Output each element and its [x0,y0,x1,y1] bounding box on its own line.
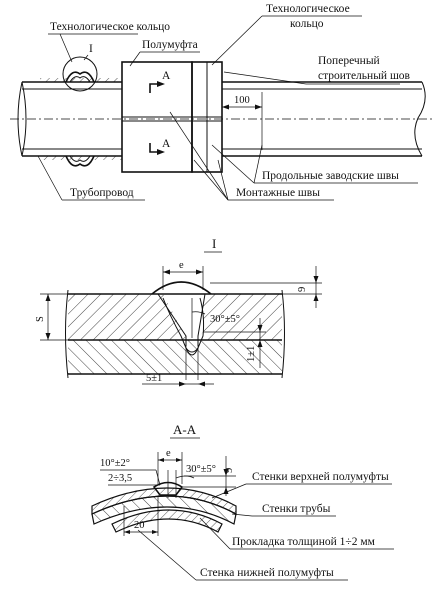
label-tech-ring-left: Технологическое кольцо [50,21,170,33]
detail-s-label: S [35,316,46,322]
section-angle-left: 10°±2° [100,458,130,469]
section-20-label: 20 [134,520,145,531]
detail-dim-9: 9 [210,266,322,308]
dim-100-value: 100 [234,95,250,106]
detail-dim-e: e [162,260,204,290]
section-angle-right: 30°±5° [186,464,216,475]
detail-angle: 30°±5° [191,298,240,338]
section-mark-top: А [162,70,171,82]
section-view: А-А 10°±2° 2÷3,5 e [91,422,394,581]
section-mark-bottom: А [162,138,171,150]
detail-angle-label: 30°±5° [210,314,240,325]
label-mounting-seams: Монтажные швы [236,187,320,199]
section-dims: 10°±2° 2÷3,5 e 30°±5° 9 20 [100,448,236,536]
detail-e-label: e [179,260,184,271]
detail-9-label: 9 [297,287,308,292]
label-tech-ring-right-1: Технологическое [266,3,350,15]
top-leaders: Технологическое кольцо I Полумуфта Техно… [37,3,418,201]
label-pipe-wall: Стенки трубы [262,503,331,515]
label-transverse-2: строительный шов [318,70,411,82]
label-tech-ring-right-2: кольцо [290,18,324,30]
label-half-coupling: Полумуфта [142,39,198,51]
detail-outlines [65,281,285,380]
dim-100: 100 [222,92,263,150]
half-coupling [121,61,193,173]
section-gap-left: 2÷3,5 [108,473,132,484]
detail-dim-one: 1±1 [199,318,266,368]
section-9-label: 9 [224,468,235,473]
label-transverse-1: Поперечный [318,55,380,67]
section-e-label: e [166,448,171,459]
detail-dim-s: S [35,293,68,341]
detail-marker: I [89,43,93,55]
section-leaders: Стенки верхней полумуфты Стенки трубы Пр… [137,471,394,581]
detail-dim-gap: 5±1 [142,373,214,387]
label-gasket: Прокладка толщиной 1÷2 мм [232,536,376,548]
label-longitudinal-seams: Продольные заводские швы [262,170,399,182]
top-view: А А 100 Технологическое кольцо I Полумуф [10,3,432,201]
label-upper-wall: Стенки верхней полумуфты [252,471,389,483]
tech-ring-left [40,56,122,167]
section-arcs [91,470,237,533]
tech-ring-right [191,61,223,173]
detail-one-label: 1±1 [246,346,257,362]
detail-gap-label: 5±1 [146,373,162,384]
section-title: А-А [173,422,197,437]
section-mark-a: А А [149,70,171,155]
label-pipeline: Трубопровод [70,187,134,199]
detail-view: I e [35,236,322,387]
detail-title: I [212,236,216,251]
label-lower-wall: Стенка нижней полумуфты [200,567,334,579]
